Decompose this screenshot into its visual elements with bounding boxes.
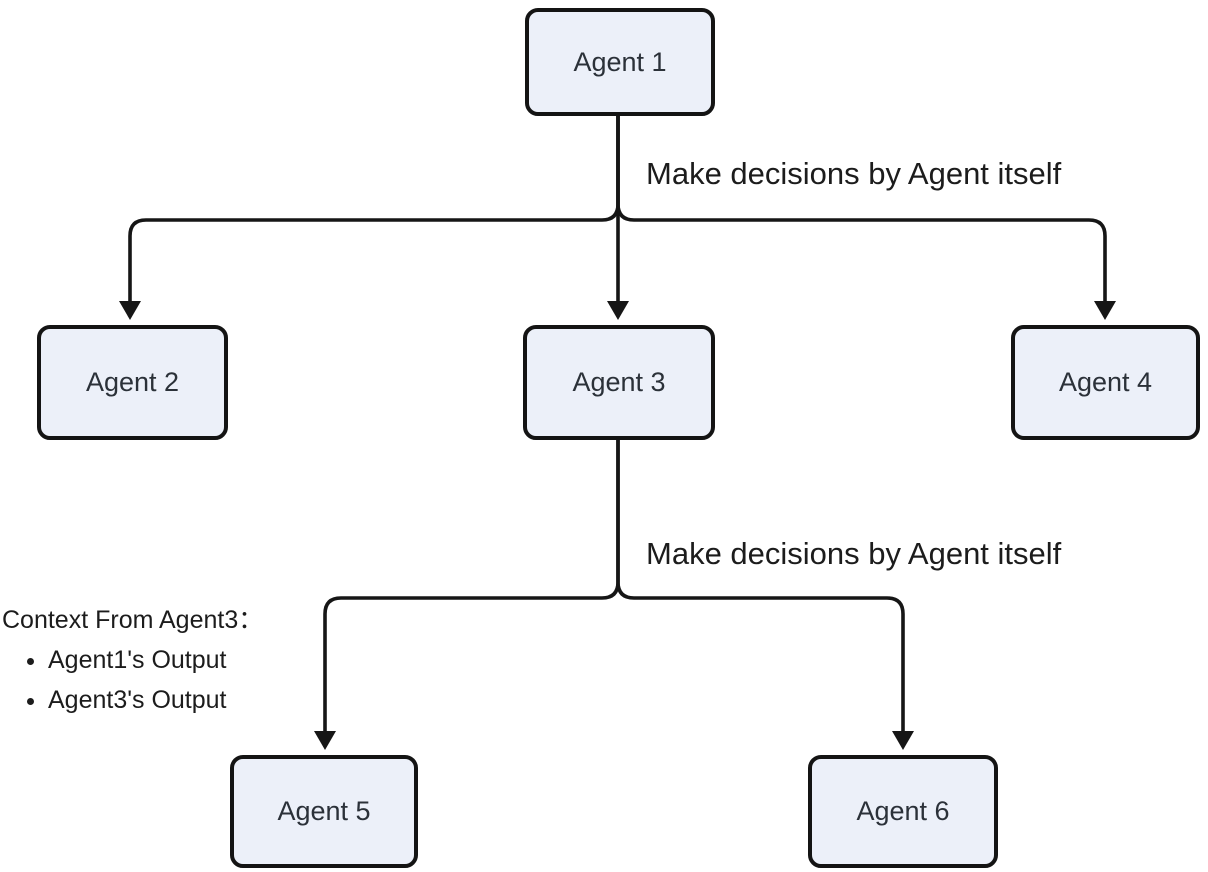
context-annotation-item: Agent3's Output — [48, 680, 263, 720]
context-annotation-item: Agent1's Output — [48, 640, 263, 680]
node-agent-5-label: Agent 5 — [277, 796, 371, 826]
arrowhead-agent3 — [607, 301, 629, 320]
arrowhead-agent5 — [314, 731, 336, 750]
node-agent-2-label: Agent 2 — [85, 367, 180, 397]
node-agent-3-label: Agent 3 — [572, 367, 666, 397]
node-agent-1-label: Agent 1 — [573, 46, 667, 77]
edge-agent1-agent2 — [128, 116, 620, 303]
node-agent-1: Agent 1 — [525, 8, 715, 116]
context-annotation: Context From Agent3： Agent1's Output Age… — [2, 600, 263, 720]
node-agent-3: Agent 3 — [523, 325, 715, 440]
arrowhead-agent6 — [892, 731, 914, 750]
node-agent-2: Agent 2 — [37, 325, 228, 440]
edge-label-bottom: Make decisions by Agent itself — [646, 536, 1062, 571]
node-agent-5: Agent 5 — [230, 755, 418, 868]
node-agent-6: Agent 6 — [808, 755, 998, 868]
context-annotation-list: Agent1's Output Agent3's Output — [48, 640, 263, 720]
node-agent-4: Agent 4 — [1011, 325, 1200, 440]
node-agent-4-label: Agent 4 — [1058, 367, 1153, 397]
edge-agent3-agent5 — [323, 440, 620, 733]
arrowhead-agent2 — [119, 301, 141, 320]
arrowhead-agent4 — [1094, 301, 1116, 320]
node-agent-6-label: Agent 6 — [856, 796, 950, 826]
edge-agent3-agent6 — [616, 440, 905, 733]
context-annotation-title: Context From Agent3： — [2, 606, 264, 634]
edge-agent1-agent4 — [616, 116, 1107, 303]
edge-label-top: Make decisions by Agent itself — [646, 156, 1062, 191]
